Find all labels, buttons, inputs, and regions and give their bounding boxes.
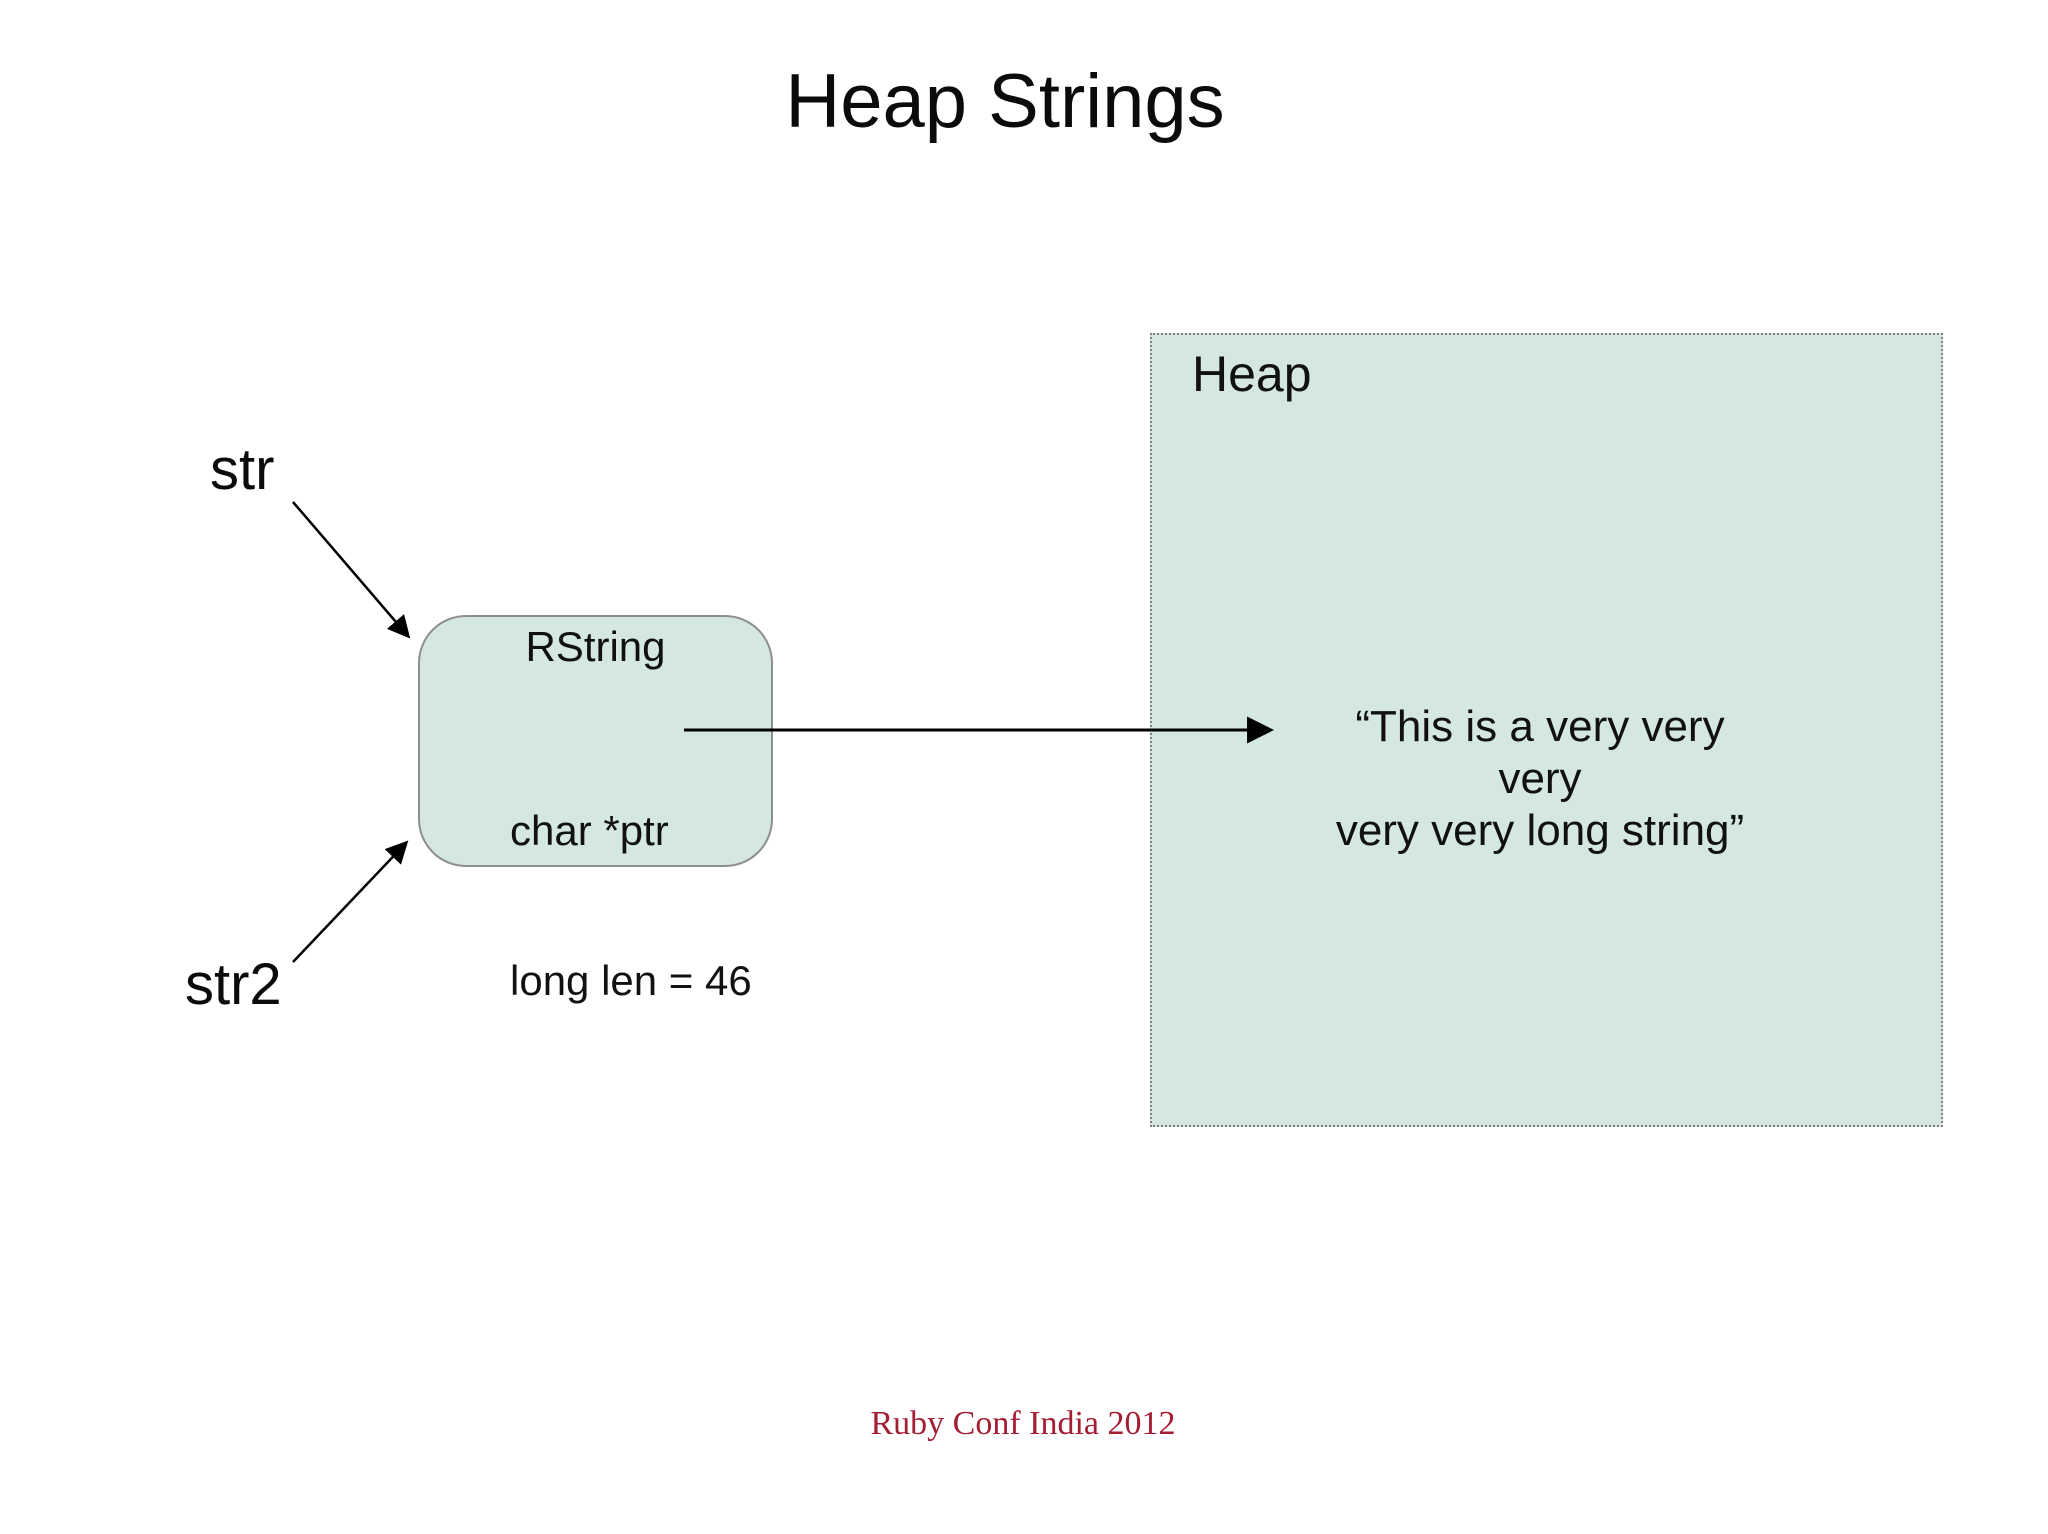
str-label: str (210, 437, 275, 502)
str2-label: str2 (185, 952, 282, 1017)
rstring-field-len: long len = 46 (510, 957, 752, 1004)
heap-box-title: Heap (1192, 346, 1312, 402)
slide-title: Heap Strings (785, 59, 1225, 144)
rstring-field-ptr: char *ptr (510, 807, 669, 854)
heap-string-value: “This is a very very very very very long… (1310, 701, 1770, 857)
footer-credit: Ruby Conf India 2012 (870, 1405, 1176, 1442)
rstring-box (418, 615, 773, 867)
heap-string-line2: very very long string” (1335, 806, 1745, 855)
str2-to-rstring-arrow (292, 840, 409, 963)
heap-box (1150, 333, 1943, 1127)
str-to-rstring-arrow (292, 501, 411, 639)
heap-string-line1: “This is a very very very (1355, 702, 1725, 803)
rstring-box-title: RString (525, 623, 666, 670)
rstring-fields: char *ptr long len = 46 (510, 706, 752, 1106)
